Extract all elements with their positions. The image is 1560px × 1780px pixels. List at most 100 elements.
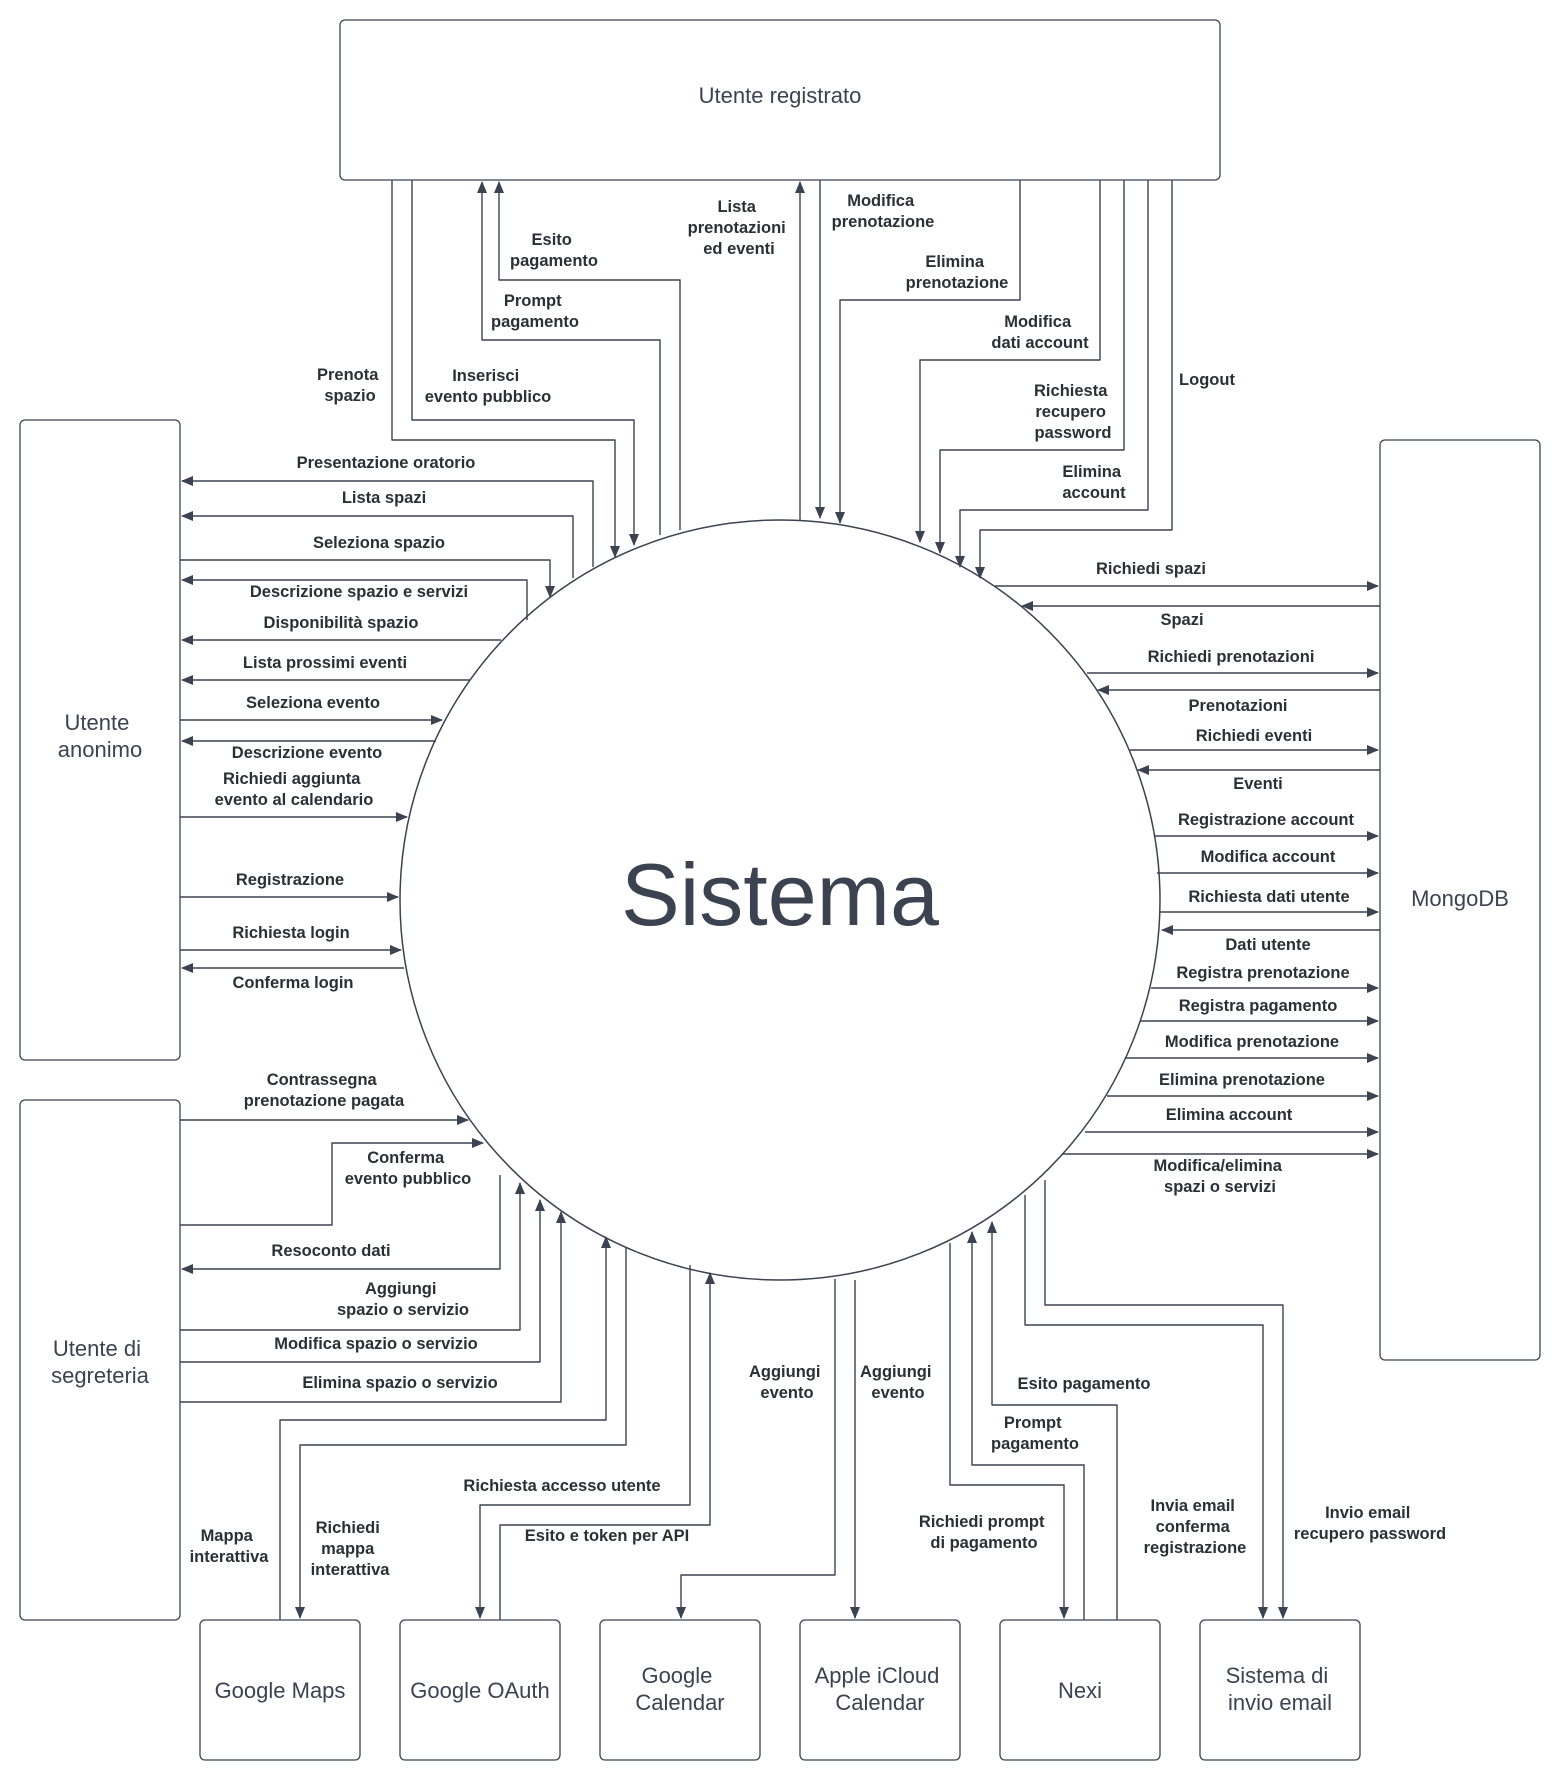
flow-label-prenotazioni: Prenotazioni [1188, 697, 1287, 715]
flow-label-inserisci-evento: Inserisci evento pubblico [425, 367, 552, 406]
flow-label-contrassegna: Contrassegna prenotazione pagata [244, 1071, 405, 1110]
flow-line [494, 181, 681, 530]
entity-name-utente-anonimo: Utente anonimo [58, 710, 142, 762]
flow-line [181, 476, 594, 567]
flow-label-lista-prenotazioni: Lista prenotazioni ed eventi [688, 198, 791, 258]
flow-line [499, 1272, 715, 1620]
flow-label-seleziona-spazio: Seleziona spazio [313, 534, 445, 552]
flow-label-presentazione: Presentazione oratorio [297, 454, 476, 472]
flow-line [935, 180, 1125, 554]
flow-label-lista-spazi: Lista spazi [342, 489, 426, 507]
entity-name-apple-icloud: Apple iCloud Calendar [815, 1663, 946, 1715]
flow-label-email-recupero: Invio email recupero password [1294, 1504, 1446, 1543]
flow-label-richiedi-eventi: Richiedi eventi [1196, 727, 1312, 745]
entity-name-utente-segreteria: Utente di segreteria [51, 1336, 150, 1388]
flow-label-conferma-evento: Conferma evento pubblico [345, 1149, 472, 1188]
flow-label-accesso-utente: Richiesta accesso utente [463, 1477, 660, 1495]
flow-label-modifica-prenotazione: Modifica prenotazione [832, 192, 935, 231]
entity-apple-icloud [799, 1619, 961, 1761]
entity-name-mongodb: MongoDB [1411, 886, 1509, 911]
flow-label-modifica-prenotazione-db: Modifica prenotazione [1165, 1033, 1339, 1051]
entity-utente-anonimo [19, 419, 181, 1061]
flow-label-elimina-prenotazione: Elimina prenotazione [906, 253, 1009, 292]
flow-line [835, 180, 1021, 524]
entity-name-nexi: Nexi [1058, 1678, 1102, 1703]
system-process [399, 519, 1161, 1281]
entity-sistema-email [1199, 1619, 1361, 1761]
flow-label-registrazione-account: Registrazione account [1178, 811, 1355, 829]
flow-label-richiesta-login: Richiesta login [232, 924, 349, 942]
flow-label-dati-utente: Dati utente [1225, 936, 1310, 954]
flow-label-aggiungi-evento-google: Aggiungi evento [749, 1363, 825, 1402]
flow-label-elimina-prenotazione-db: Elimina prenotazione [1159, 1071, 1325, 1089]
flow-label-modifica-spazi: Modifica/elimina spazi o servizi [1154, 1157, 1287, 1196]
flow-label-aggiungi-spazio: Aggiungi spazio o servizio [337, 1280, 469, 1319]
flow-line [180, 559, 555, 598]
flow-line [949, 1243, 1069, 1619]
entity-google-oauth [399, 1619, 561, 1761]
flow-label-richiedi-spazi: Richiedi spazi [1096, 560, 1206, 578]
flow-label-disponibilita: Disponibilità spazio [264, 614, 419, 632]
entity-mongodb [1379, 439, 1541, 1361]
flow-label-modifica-spazio: Modifica spazio o servizio [274, 1335, 478, 1353]
entity-utente-segreteria [19, 1099, 181, 1621]
flow-line [391, 180, 620, 558]
flow-line [1044, 1180, 1288, 1619]
flow-line [915, 180, 1101, 543]
flow-label-esito-pagamento-nexi: Esito pagamento [1018, 1375, 1151, 1393]
entity-name-google-oauth: Google OAuth [410, 1678, 549, 1703]
entity-nexi [999, 1619, 1161, 1761]
flow-label-conferma-login: Conferma login [232, 974, 353, 992]
flow-label-richiesta-dati-utente: Richiesta dati utente [1188, 888, 1349, 906]
flow-label-prompt-pagamento-nexi: Prompt pagamento [991, 1414, 1079, 1453]
flow-label-modifica-dati-account: Modifica dati account [991, 313, 1089, 352]
flow-label-registrazione: Registrazione [236, 871, 344, 889]
flow-label-lista-eventi: Lista prossimi eventi [243, 654, 407, 672]
entity-name-sistema-email: Sistema di invio email [1226, 1663, 1335, 1715]
system-name: Sistema [621, 845, 939, 944]
flow-label-richiedi-prompt: Richiedi prompt di pagamento [919, 1513, 1049, 1552]
flow-label-elimina-account-db: Elimina account [1166, 1106, 1293, 1124]
flow-label-esito-token: Esito e token per API [525, 1527, 689, 1545]
flow-label-eventi: Eventi [1233, 775, 1283, 793]
flow-label-richiedi-aggiunta: Richiedi aggiunta evento al calendario [215, 770, 374, 809]
flow-label-email-conferma: Invia email conferma registrazione [1144, 1497, 1247, 1557]
flow-label-seleziona-evento: Seleziona evento [246, 694, 380, 712]
flow-line [180, 1138, 484, 1226]
flow-line [475, 1265, 691, 1619]
entity-name-utente-registrato: Utente registrato [699, 83, 862, 108]
flow-line [955, 180, 1149, 568]
flow-label-modifica-account: Modifica account [1201, 848, 1336, 866]
flow-line [295, 1248, 627, 1619]
flow-label-elimina-spazio: Elimina spazio o servizio [302, 1374, 497, 1392]
flow-line [279, 1236, 611, 1620]
flow-line [181, 511, 574, 578]
flow-line [987, 1221, 1118, 1620]
flow-label-descrizione-spazio: Descrizione spazio e servizi [250, 583, 468, 601]
flow-line [180, 1182, 525, 1331]
flow-line [477, 181, 661, 535]
flow-label-descrizione-evento: Descrizione evento [232, 744, 382, 762]
flow-label-mappa-interattiva: Mappa interattiva [190, 1527, 270, 1566]
flow-label-richiedi-mappa: Richiedi mappa interattiva [311, 1519, 391, 1579]
flow-label-registra-pagamento: Registra pagamento [1179, 997, 1338, 1015]
flow-line [1024, 1195, 1268, 1619]
flow-line [180, 1211, 566, 1403]
flow-label-recupero-password: Richiesta recupero password [1034, 382, 1112, 442]
flow-line [181, 575, 528, 620]
flow-label-elimina-account: Elimina account [1062, 463, 1126, 502]
flow-label-logout: Logout [1179, 371, 1235, 389]
flow-line [967, 1231, 1085, 1620]
entity-utente-registrato [339, 19, 1221, 181]
entity-name-google-maps: Google Maps [215, 1678, 346, 1703]
flow-label-registra-prenotazione: Registra prenotazione [1176, 964, 1349, 982]
flow-line [180, 1199, 545, 1363]
flow-label-spazi: Spazi [1160, 611, 1203, 629]
entity-name-google-calendar: Google Calendar [635, 1663, 724, 1715]
flow-line [411, 180, 639, 546]
flow-line [181, 1175, 501, 1274]
flow-label-resoconto: Resoconto dati [271, 1242, 390, 1260]
flow-label-aggiungi-evento-apple: Aggiungi evento [860, 1363, 936, 1402]
